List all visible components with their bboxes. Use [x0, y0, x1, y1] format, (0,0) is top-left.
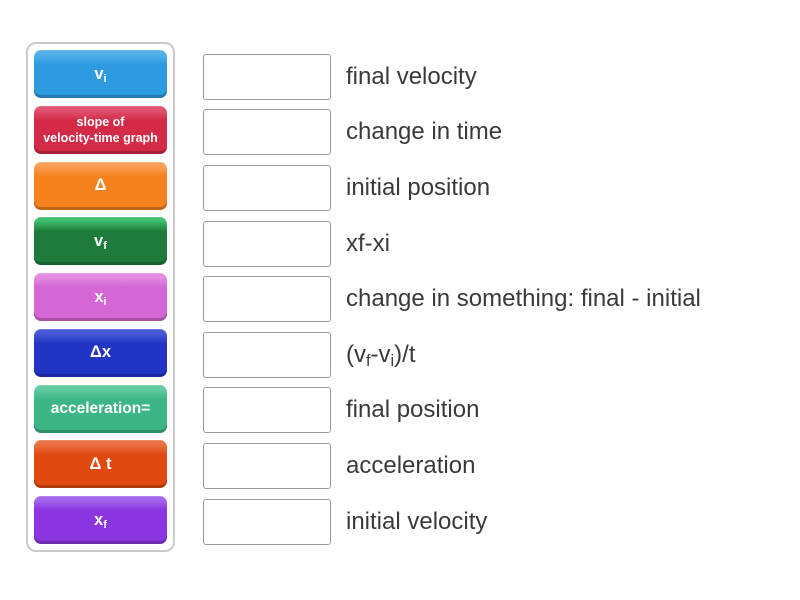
- definition-text: acceleration: [346, 451, 476, 479]
- answer-row: initial position: [203, 160, 701, 216]
- answer-drop-box[interactable]: [203, 109, 331, 156]
- term-tile[interactable]: Δx: [34, 328, 167, 377]
- term-tile[interactable]: acceleration=: [34, 384, 167, 433]
- answer-row: final position: [203, 383, 701, 439]
- definition-text: final velocity: [346, 62, 477, 90]
- answer-row: (vf-vi)/t: [203, 327, 701, 383]
- term-tile-label: vi: [94, 64, 107, 85]
- answer-row: initial velocity: [203, 494, 701, 550]
- definition-text: change in something: final - initial: [346, 285, 701, 313]
- term-tile[interactable]: Δ t: [34, 440, 167, 489]
- answer-drop-box[interactable]: [203, 331, 331, 378]
- term-tile[interactable]: xi: [34, 273, 167, 321]
- answer-row: change in something: final - initial: [203, 271, 701, 327]
- answer-drop-box[interactable]: [203, 498, 331, 545]
- answer-drop-box[interactable]: [203, 387, 331, 434]
- term-tile-label: Δ t: [89, 454, 112, 473]
- term-tile-label: Δx: [89, 343, 112, 362]
- term-tile[interactable]: vi: [34, 50, 167, 98]
- term-tile[interactable]: xf: [34, 496, 167, 544]
- term-tile-label: acceleration=: [50, 399, 151, 417]
- definition-text: xf-xi: [346, 229, 390, 257]
- answer-rows: final velocity change in time initial po…: [203, 49, 701, 549]
- answer-row: xf-xi: [203, 216, 701, 272]
- term-tile[interactable]: vf: [34, 217, 167, 266]
- answer-row: final velocity: [203, 49, 701, 105]
- answer-row: change in time: [203, 105, 701, 161]
- term-tile-label: xi: [94, 287, 107, 308]
- answer-row: acceleration: [203, 438, 701, 494]
- definition-text: initial position: [346, 173, 491, 201]
- term-tile-label: vf: [94, 231, 107, 252]
- definition-text: initial velocity: [346, 507, 488, 535]
- term-tile-label: xf: [94, 510, 107, 531]
- definition-text: final position: [346, 396, 480, 424]
- definition-text: (vf-vi)/t: [346, 340, 416, 371]
- answer-drop-box[interactable]: [203, 442, 331, 489]
- answer-drop-box[interactable]: [203, 164, 331, 211]
- answer-drop-box[interactable]: [203, 220, 331, 267]
- term-tile-label: Δ: [94, 176, 107, 194]
- answer-drop-box[interactable]: [203, 276, 331, 323]
- term-tile[interactable]: Δ: [34, 161, 167, 210]
- definition-text: change in time: [346, 118, 503, 146]
- answer-drop-box[interactable]: [203, 53, 331, 100]
